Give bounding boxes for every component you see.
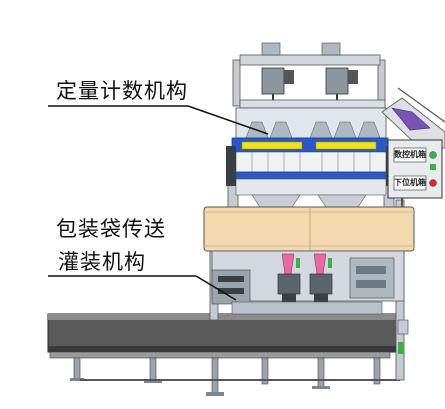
filling-mechanism-label: 灌装机构 [58,250,146,274]
inclined-feeder [381,87,445,149]
top-motor-housing [239,42,386,109]
bag-transfer-label: 包装袋传送 [56,217,166,241]
floor-conveyor [47,313,400,396]
metering-mechanism-label: 定量计数机构 [56,79,188,103]
bag-leader-slant [195,275,237,301]
metering-leader-slant [187,105,269,135]
lower-box-label: 下位机箱 [394,178,426,187]
cnc-box-label: 数控机箱 [394,150,426,159]
leader-lines [48,105,269,301]
bag-cover [203,206,415,252]
filling-station [211,250,409,354]
metering-unit [226,107,394,211]
control-panel [387,139,443,216]
